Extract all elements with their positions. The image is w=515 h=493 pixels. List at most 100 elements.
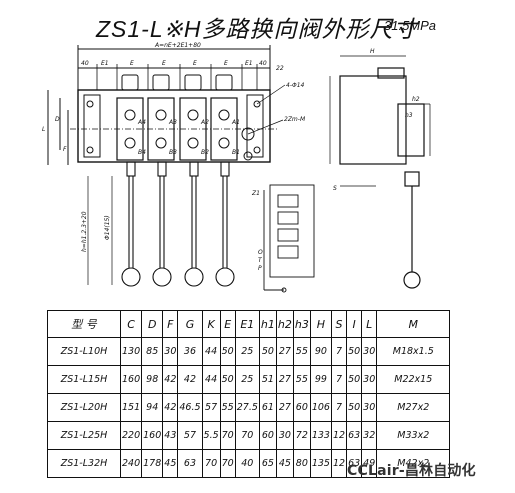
cell-h1: 51 [258,365,277,394]
cell-i: 50 [346,393,363,422]
cell-h3: 72 [292,421,311,450]
cell-h: 135 [309,449,332,478]
port-a3: A3 [168,119,177,126]
cell-h: 106 [309,393,332,422]
dim-e-3: E [193,60,197,67]
cell-model: ZS1-L25H [47,421,121,450]
dim-e-4: E [224,60,228,67]
cell-s: 12 [330,421,348,450]
cell-h1: 65 [258,449,277,478]
cell-k: 70 [201,449,221,478]
dim-z1: Z1 [251,190,260,197]
dim-h3: h3 [405,112,413,119]
cell-f: 42 [162,365,179,394]
cell-s: 7 [330,365,348,394]
cell-m: M27x2 [376,393,451,422]
cell-d: 85 [141,337,164,366]
cell-e: 50 [219,337,236,366]
cell-c: 151 [119,393,143,422]
dim-f: F [63,146,67,153]
table-row: ZS1-L20H 151 94 42 46.5 57 55 27.5 61 27… [47,393,451,422]
dim-h: H [370,48,375,55]
table-body: ZS1-L10H 130 85 30 36 44 50 25 50 27 55 … [47,337,451,478]
dim-e1-left: E1 [101,60,109,67]
cell-l: 30 [361,337,378,366]
header-h1: h1 [258,310,277,338]
dim-40-right: 40 [259,60,267,67]
cell-f: 45 [162,449,179,478]
dim-o: O [258,249,263,256]
dim-22: 22 [276,65,284,72]
cell-f: 30 [162,337,179,366]
cell-d: 98 [141,365,164,394]
cell-e: 70 [219,421,236,450]
header-e1: E1 [234,310,260,338]
header-h: H [309,310,332,338]
dim-s: S [333,185,337,192]
header-i: I [346,310,363,338]
table-header-row: 型 号 C D F G K E E1 h1 h2 h3 H S I L M [47,310,451,338]
header-h3: h3 [292,310,311,338]
cell-h2: 45 [275,449,294,478]
dim-e-1: E [130,60,134,67]
cell-m: M33x2 [376,421,451,450]
header-model: 型 号 [47,310,121,338]
header-f: F [162,310,179,338]
cell-h3: 55 [292,365,311,394]
cell-e: 50 [219,365,236,394]
port-b3: B3 [169,149,177,156]
hole-note: 4-Φ14 [286,82,305,89]
cell-m: M18x1.5 [376,337,451,366]
cell-s: 7 [330,337,348,366]
table-row: ZS1-L15H 160 98 42 42 44 50 25 51 27 55 … [47,365,451,394]
cell-model: ZS1-L10H [47,337,121,366]
cell-c: 130 [119,337,143,366]
cell-s: 12 [330,449,348,478]
dim-e1-right: E1 [245,60,253,67]
cell-h3: 55 [292,337,311,366]
port-b2: B2 [201,149,209,156]
table-row: ZS1-L32H 240 178 45 63 70 70 40 65 45 80… [47,449,451,478]
cell-e1: 25 [234,337,260,366]
cell-s: 7 [330,393,348,422]
dim-overall: A=nE+2E1+80 [154,42,201,49]
cell-h: 90 [309,337,332,366]
cell-h2: 27 [275,365,294,394]
cell-d: 160 [141,421,164,450]
cell-h: 99 [309,365,332,394]
cell-k: 57 [201,393,221,422]
cell-g: 63 [177,449,203,478]
cell-k: 44 [201,337,221,366]
dim-40-left: 40 [81,60,89,67]
cell-e1: 25 [234,365,260,394]
header-m: M [376,310,451,338]
cell-g: 57 [177,421,203,450]
watermark-logo: CCLair-昌林自动化 [347,463,476,479]
cell-l: 30 [361,365,378,394]
table-row: ZS1-L10H 130 85 30 36 44 50 25 50 27 55 … [47,337,451,366]
cell-i: 63 [346,421,363,450]
cell-f: 43 [162,421,179,450]
port-a2: A2 [200,119,209,126]
header-e: E [219,310,236,338]
header-h2: h2 [275,310,294,338]
header-l: L [361,310,378,338]
cell-h3: 60 [292,393,311,422]
header-d: D [141,310,164,338]
dim-d: D [55,116,60,123]
port-a1: A1 [231,119,240,126]
cell-h: 133 [309,421,332,450]
pressure-rating: 31.5MPa [384,18,437,33]
cell-i: 50 [346,365,363,394]
dim-l: L [42,126,45,133]
header-k: K [201,310,221,338]
valve-technical-drawing: A=nE+2E1+80 40 E1 E E E E E1 40 22 L D F [42,42,431,293]
cell-i: 63 [346,449,363,478]
cell-h2: 27 [275,337,294,366]
cell-model: ZS1-L20H [47,393,121,422]
header-c: C [119,310,143,338]
header-s: S [330,310,348,338]
cell-g: 36 [177,337,203,366]
cell-h2: 30 [275,421,294,450]
cell-h1: 50 [258,337,277,366]
